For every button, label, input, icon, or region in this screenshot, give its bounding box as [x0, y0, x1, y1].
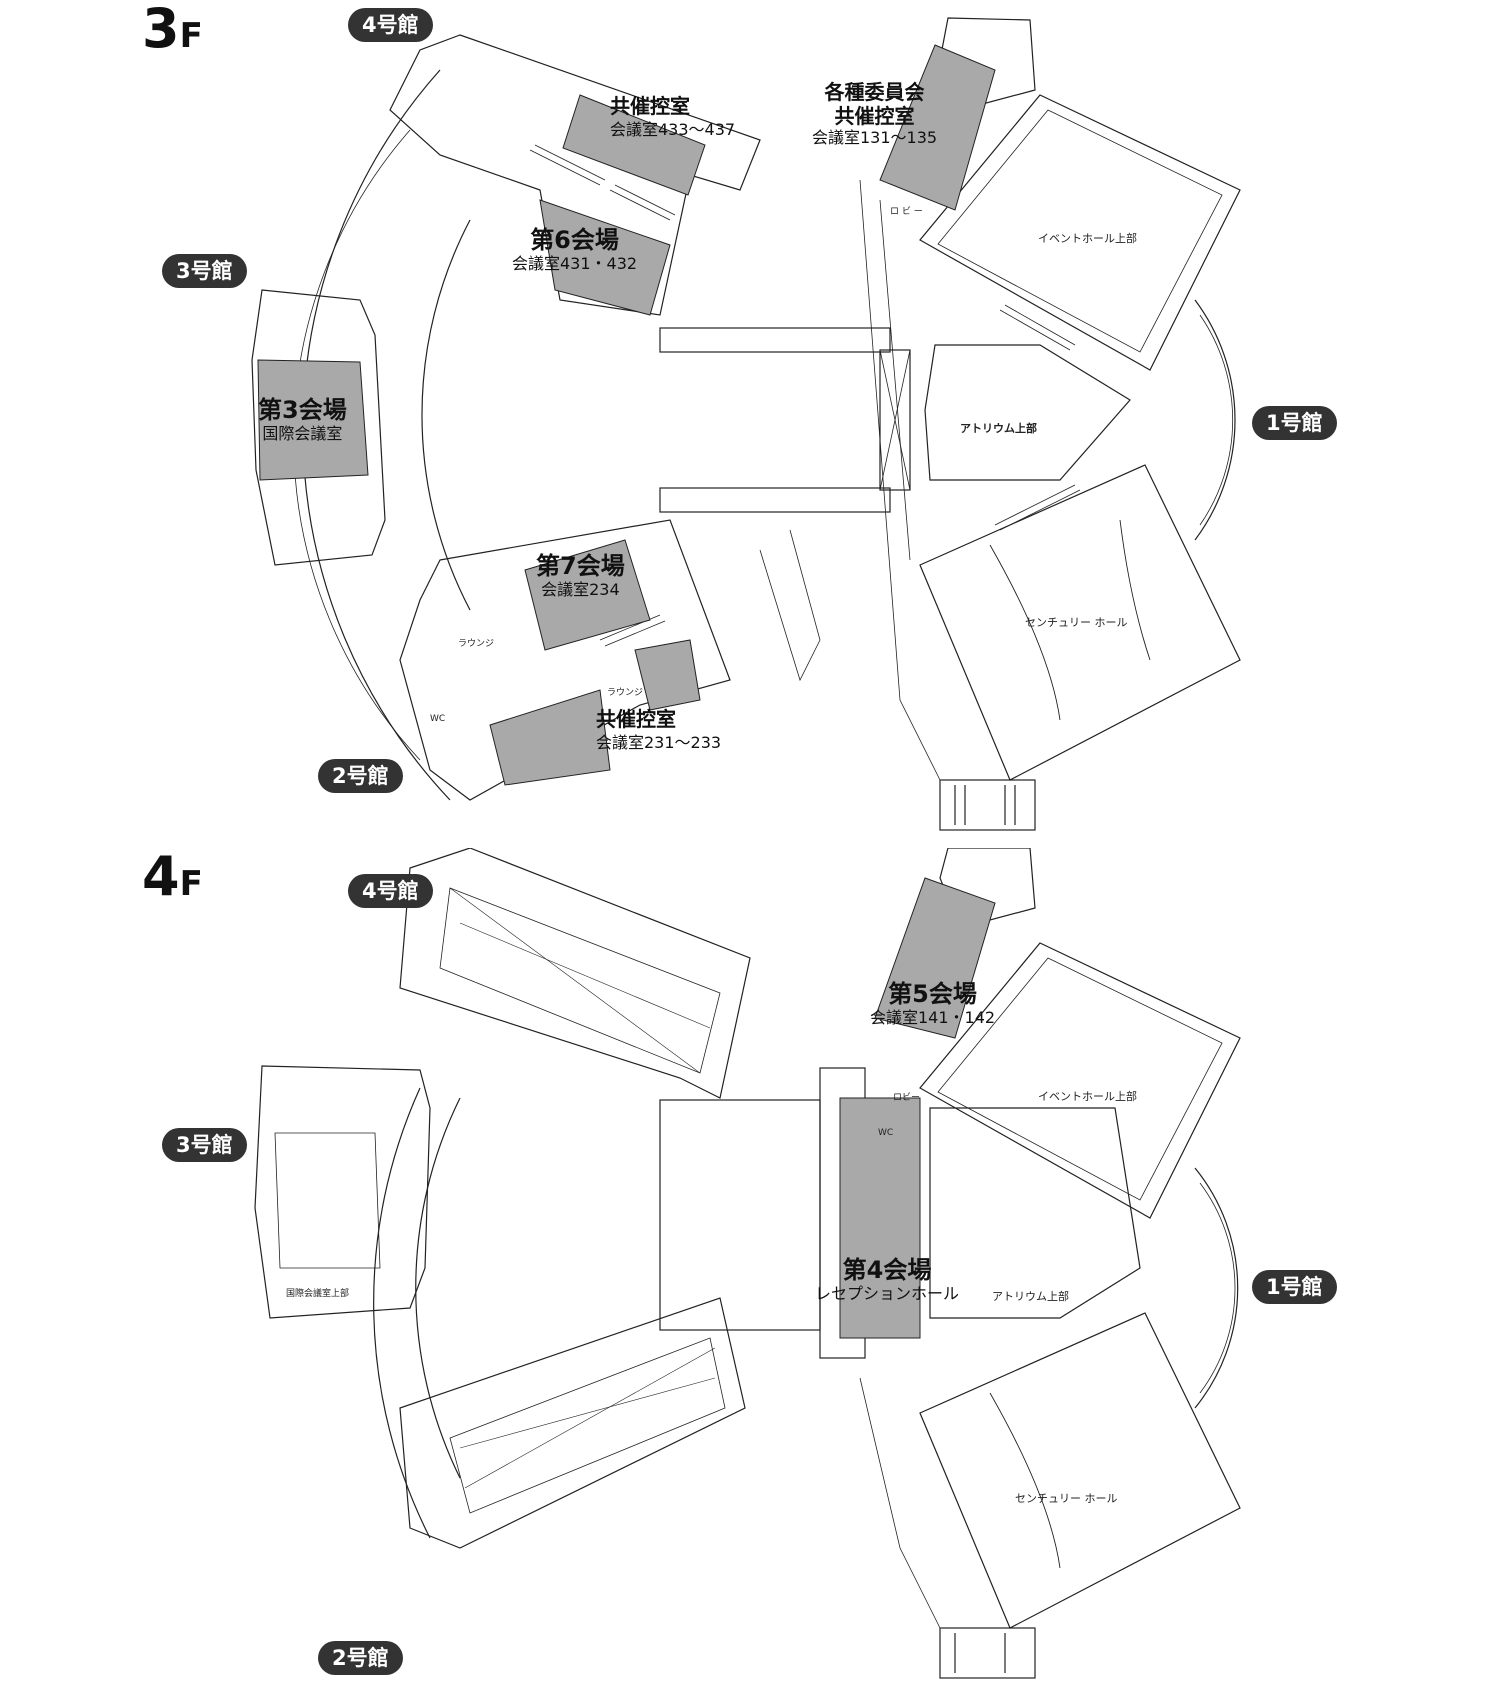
century-hall-outline [919, 1312, 1241, 1629]
building-4-outline [399, 848, 751, 1099]
floor-3f-map: 3F 4号館 3号館 2号館 1号館 共催控室 会議室433〜437 各種委員会… [0, 0, 1500, 848]
room-title: 第5会場 [888, 980, 977, 1008]
building-4-outline [389, 34, 761, 316]
rooms-131-135 [879, 44, 996, 211]
building-2-outline [399, 519, 731, 801]
hall6-room [539, 199, 671, 316]
room-label-iinkai: 各種委員会 共催控室 会議室131〜135 [812, 80, 937, 148]
building-3-tag: 3号館 [162, 254, 247, 288]
building-1-arc [1194, 299, 1236, 541]
lobby-label: ロ ビ ー [890, 207, 923, 217]
event-hall-label: イベントホール上部 [1038, 1090, 1137, 1103]
building-4-tag: 4号館 [348, 8, 433, 42]
building-4-tag: 4号館 [348, 874, 433, 908]
bridge [659, 1099, 821, 1331]
wc-label: WC [430, 714, 446, 724]
main-arc-outer [373, 1087, 431, 1539]
room-label-hall5: 第5会場 会議室141・142 [870, 980, 995, 1028]
room-sub: 国際会議室 [262, 424, 343, 443]
room-title: 第7会場 [536, 552, 625, 580]
floor-3f-plan [251, 17, 1241, 831]
room-title: 共催控室 [834, 104, 915, 128]
hall7-room [524, 539, 651, 651]
building-3-outline [254, 1065, 431, 1319]
atrium-outline [924, 344, 1131, 481]
room-sub: 会議室141・142 [870, 1008, 996, 1027]
hall3-room [257, 359, 369, 481]
atrium-label: アトリウム上部 [960, 422, 1037, 435]
floor-number: 3 [142, 0, 180, 60]
floor-suffix: F [179, 16, 203, 56]
room-sub: 会議室231〜233 [596, 733, 722, 752]
building-3-outline [251, 289, 386, 566]
room-label-kyosai-top: 共催控室 会議室433〜437 [610, 92, 735, 140]
event-hall-label: イベントホール上部 [1038, 232, 1137, 245]
room-label-hall6: 第6会場 会議室431・432 [512, 226, 637, 274]
century-hall-label: センチュリー ホール [1025, 616, 1128, 629]
bridge-upper [659, 327, 891, 353]
atrium-label: アトリウム上部 [992, 1290, 1069, 1303]
room-label-hall4: 第4会場 レセプションホール [815, 1256, 959, 1304]
room-label-hall7: 第7会場 会議室234 [536, 552, 625, 600]
room-title: 各種委員会 [824, 80, 925, 104]
century-hall-label: センチュリー ホール [1015, 1492, 1118, 1505]
building-1-arc [1194, 1167, 1239, 1409]
room-231 [634, 639, 701, 711]
room-sub: 会議室234 [541, 580, 620, 599]
rooms-232-233 [489, 689, 611, 786]
event-hall-outline [919, 942, 1241, 1219]
hall5-room [874, 877, 996, 1039]
room-sub: 会議室433〜437 [610, 120, 736, 139]
main-arc-inner [415, 1097, 461, 1479]
lobby-label: ロビー [893, 1093, 921, 1103]
atrium-outline [929, 1107, 1141, 1319]
wc-label: WC [878, 1128, 894, 1138]
room-sub: 会議室431・432 [512, 254, 638, 273]
floor-suffix: F [179, 864, 203, 904]
room-label-hall3: 第3会場 国際会議室 [258, 396, 347, 444]
hall4-room [839, 1097, 921, 1339]
room-sub: レセプションホール [815, 1284, 960, 1303]
building-1-tag: 1号館 [1252, 406, 1337, 440]
room-title: 第6会場 [530, 226, 619, 254]
building-3-tag: 3号館 [162, 1128, 247, 1162]
floor-4f-map: 4F 4号館 3号館 2号館 1号館 第5会場 会議室141・142 第4会場 … [0, 848, 1500, 1696]
room-title: 第3会場 [258, 396, 347, 424]
room-sub: 会議室131〜135 [812, 128, 938, 147]
lounge-label: ラウンジ [607, 688, 644, 698]
bridge-lower [659, 487, 891, 513]
floor-number: 4 [142, 845, 180, 908]
building-1-tag: 1号館 [1252, 1270, 1337, 1304]
floor-label-4f: 4F [142, 850, 203, 904]
building-2-tag: 2号館 [318, 1641, 403, 1675]
lounge-label: ラウンジ [458, 639, 495, 649]
century-hall-outline [919, 464, 1241, 781]
kokusai-upper-label: 国際会議室上部 [286, 1289, 350, 1299]
building-2-outline [399, 1297, 746, 1549]
floor-4f-plan [254, 848, 1241, 1679]
room-title: 共催控室 [596, 707, 676, 731]
floor-label-3f: 3F [142, 2, 203, 56]
building-2-tag: 2号館 [318, 759, 403, 793]
room-title: 共催控室 [610, 94, 690, 118]
room-label-kyosai-bottom: 共催控室 会議室231〜233 [596, 705, 721, 753]
main-arc-inner [421, 219, 471, 611]
room-title: 第4会場 [842, 1256, 932, 1284]
bridge-box [879, 349, 911, 491]
rooms-433-437 [562, 94, 706, 196]
